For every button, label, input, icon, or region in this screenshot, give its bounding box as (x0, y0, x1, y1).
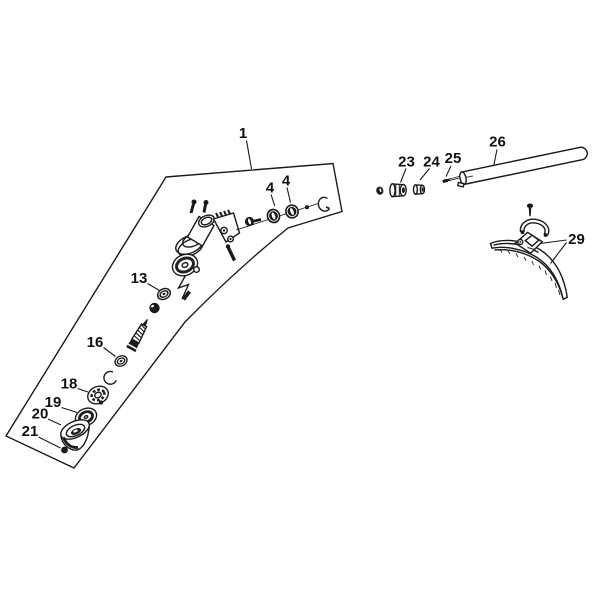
callout-25-label: 25 (445, 150, 462, 167)
callout-29-leader-clamp (539, 239, 567, 245)
gearbox-cover (171, 253, 200, 277)
callout-20-label: 20 (32, 406, 49, 423)
part-group-outline (4, 162, 343, 469)
shaft-clamp (514, 218, 550, 255)
steel-ball (149, 302, 160, 314)
callout-24-leader (419, 168, 430, 181)
snap-ring-upper (317, 196, 331, 212)
lock-nut-small (376, 186, 384, 195)
callout-19-label: 19 (45, 394, 62, 411)
pinion-gear (244, 216, 262, 227)
ball-21 (61, 446, 68, 454)
gearbox-housing (175, 214, 216, 257)
guard-screw (526, 203, 534, 217)
drive-shaft-tube-26 (456, 146, 588, 188)
callout-29-label: 29 (568, 231, 585, 248)
callout-23-label: 23 (398, 154, 415, 171)
callout-26-label: 26 (489, 134, 506, 151)
callout-19-leader (61, 406, 78, 414)
seal-ring-16 (114, 355, 128, 367)
callout-16-label: 16 (87, 334, 104, 351)
callout-18-leader (77, 387, 89, 393)
c-clip (103, 370, 117, 385)
callout-1-leader (245, 140, 253, 170)
washer-4b (285, 204, 299, 219)
ball-bearing-18 (87, 385, 109, 405)
callout-4a-label: 4 (266, 180, 275, 197)
callout-13-label: 13 (131, 270, 148, 287)
nut-23 (389, 183, 407, 198)
seal-ring-13 (156, 287, 172, 301)
callout-4b-leader (286, 187, 292, 203)
callout-21-leader (38, 436, 61, 449)
cup-washer-20 (60, 419, 90, 451)
callout-29-leader-blade (550, 242, 567, 264)
centerline-jog (176, 275, 190, 300)
callout-16-leader (103, 347, 116, 357)
callout-24-label: 24 (423, 154, 440, 171)
collar-24 (412, 184, 426, 195)
callout-21-label: 21 (22, 423, 39, 440)
mount-bracket (212, 209, 241, 244)
callout-23-leader (399, 168, 407, 183)
gearbox-bolt (225, 244, 237, 262)
callout-13-leader (147, 283, 160, 291)
callout-25-leader (445, 165, 452, 177)
callout-26-leader (493, 149, 498, 166)
spline-shaft (126, 319, 148, 353)
callout-4b-label: 4 (282, 173, 291, 190)
retaining-pin (305, 205, 309, 210)
callout-20-leader (47, 418, 62, 426)
roll-pin (182, 290, 191, 301)
callout-4a-leader (270, 194, 276, 207)
washer-4a (266, 208, 281, 224)
callout-18-label: 18 (61, 376, 78, 393)
gearbox-screws (189, 199, 209, 214)
callout-1-label: 1 (239, 125, 247, 142)
